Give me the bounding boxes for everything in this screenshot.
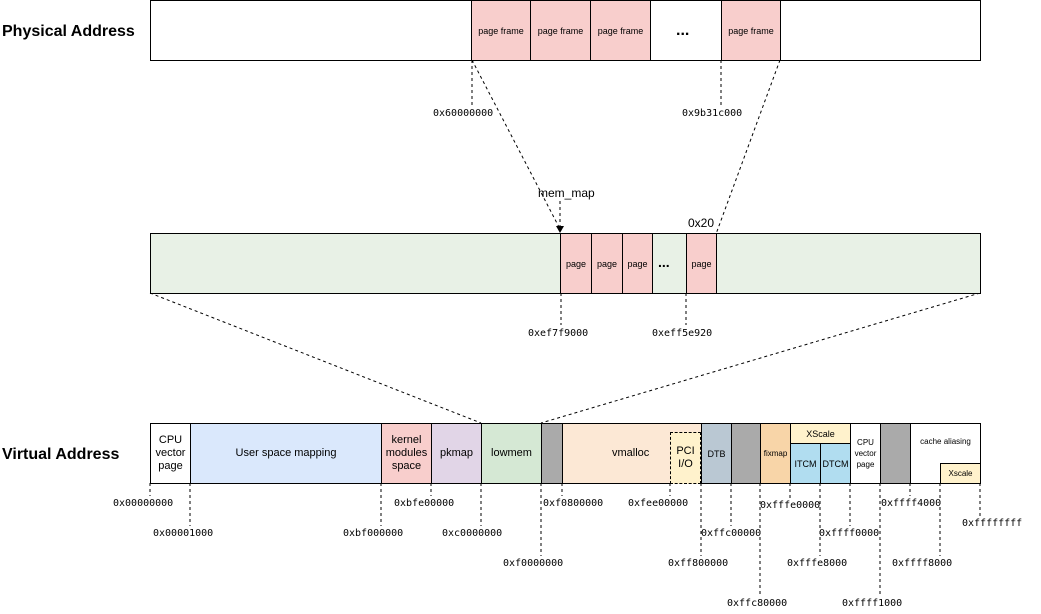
memmap-to-lowmem-left-line	[149, 292, 482, 424]
region-xscale-top: XScale	[790, 423, 851, 444]
virtual-address-title: Virtual Address	[2, 446, 120, 463]
region-user-space: User space mapping	[190, 423, 382, 484]
region-fixmap: fixmap	[760, 423, 791, 484]
region-cpu-vector-page-high: CPU vector page	[850, 423, 881, 484]
vaddr-ffc00000: 0xffc00000	[701, 528, 762, 539]
vaddr-ffff4000: 0xffff4000	[881, 498, 942, 509]
region-pci-io: PCI I/O	[670, 432, 701, 484]
phys-addr-end: 0x9b31c000	[682, 108, 743, 119]
vaddr-ffc80000: 0xffc80000	[727, 598, 788, 609]
page-frame-3: page frame	[590, 0, 651, 61]
page-struct-2: page	[591, 233, 623, 294]
memmap-arrowhead	[556, 226, 564, 233]
vaddr-c0000000: 0xc0000000	[442, 528, 503, 539]
virtual-address-ticks	[149, 483, 981, 596]
vaddr-ffff8000: 0xffff8000	[892, 558, 953, 569]
region-gap-3	[880, 423, 911, 484]
vaddr-fffe8000: 0xfffe8000	[787, 558, 848, 569]
vaddr-00000000: 0x00000000	[113, 498, 174, 509]
page-struct-last: page	[686, 233, 717, 294]
vaddr-fee00000: 0xfee00000	[628, 498, 689, 509]
vaddr-ff800000: 0xff800000	[668, 558, 729, 569]
vaddr-fffe0000: 0xfffe0000	[760, 500, 821, 511]
memmap-addr-start: 0xef7f9000	[528, 328, 589, 339]
region-xscale-small: Xscale	[940, 463, 981, 484]
page-struct-1: page	[560, 233, 592, 294]
page-frame-last: page frame	[721, 0, 781, 61]
physical-ellipsis: ...	[676, 22, 690, 39]
page-frame-1: page frame	[471, 0, 531, 61]
vaddr-ffff0000: 0xffff0000	[819, 528, 880, 539]
vaddr-f0000000: 0xf0000000	[503, 558, 564, 569]
region-dtcm: DTCM	[820, 443, 851, 484]
vaddr-bfe00000: 0xbfe00000	[394, 498, 455, 509]
region-gap-2	[731, 423, 761, 484]
page-struct-3: page	[622, 233, 653, 294]
region-itcm: ITCM	[790, 443, 821, 484]
region-pkmap: pkmap	[431, 423, 482, 484]
memmap-addr-end: 0xeff5e920	[652, 328, 713, 339]
phys-to-memmap-right-line	[715, 59, 781, 235]
vaddr-ffff1000: 0xffff1000	[842, 598, 903, 609]
region-cpu-vector-page: CPU vector page	[150, 423, 191, 484]
vaddr-f0800000: 0xf0800000	[543, 498, 604, 509]
page-struct-size-label: 0x20	[688, 216, 715, 230]
memmap-ellipsis: ...	[658, 254, 670, 270]
physical-address-title: Physical Address	[2, 23, 135, 40]
phys-to-memmap-left-line	[471, 59, 561, 230]
region-gap-1	[541, 423, 563, 484]
memmap-label: mem_map	[538, 186, 595, 200]
phys-addr-start: 0x60000000	[433, 108, 494, 119]
vaddr-00001000: 0x00001000	[153, 528, 214, 539]
vaddr-bf000000: 0xbf000000	[343, 528, 404, 539]
region-lowmem: lowmem	[481, 423, 542, 484]
vaddr-ffffffff: 0xffffffff	[962, 518, 1023, 529]
region-dtb: DTB	[701, 423, 732, 484]
memmap-to-lowmem-right-line	[540, 292, 981, 424]
region-kernel-modules: kernel modules space	[381, 423, 432, 484]
page-frame-2: page frame	[530, 0, 591, 61]
